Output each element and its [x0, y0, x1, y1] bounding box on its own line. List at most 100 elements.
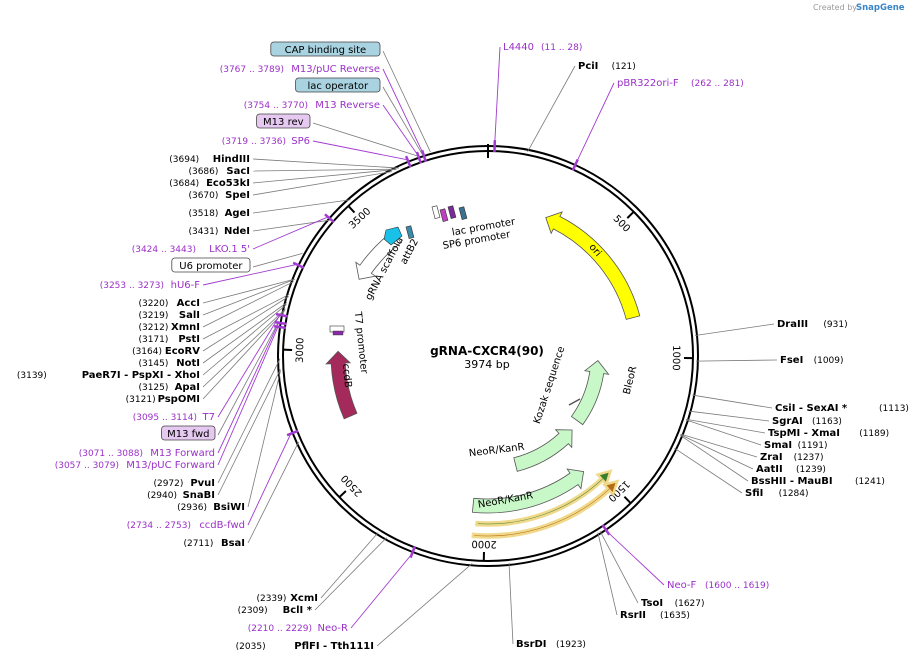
- label-xcmi[interactable]: XcmI(2339): [256, 593, 318, 604]
- label-rsrii[interactable]: RsrII(1635): [620, 610, 690, 621]
- label-m13-rev[interactable]: M13 rev: [257, 114, 310, 128]
- label-eco53ki[interactable]: Eco53kI(3684): [169, 178, 250, 189]
- leader-bcli: [315, 538, 387, 610]
- label-pos-tspmi-xmai: (1189): [859, 429, 889, 439]
- label-l4440[interactable]: L4440(11 .. 28): [503, 42, 582, 53]
- label-pspomi[interactable]: PspOMI(3121): [126, 394, 200, 405]
- small-feature-glyph-3: [448, 206, 456, 219]
- label-lac-operator[interactable]: lac operator: [296, 78, 380, 92]
- label-xmni[interactable]: XmnI(3212): [138, 322, 200, 333]
- label-agei[interactable]: AgeI(3518): [188, 208, 250, 219]
- label-paer7i-pspxi-xhoi[interactable]: PaeR7I - PspXI - XhoI(3139): [17, 370, 200, 381]
- plasmid-length: 3974 bp: [464, 358, 509, 371]
- label-m13-puc-forward[interactable]: M13/pUC Forward(3057 .. 3079): [55, 460, 215, 471]
- label-hindiii[interactable]: HindIII(3694): [169, 154, 250, 165]
- label-m13-forward[interactable]: M13 Forward(3071 .. 3088): [79, 448, 215, 459]
- label-name-bsai: BsaI: [221, 538, 245, 549]
- label-aatii[interactable]: AatII (1239): [756, 464, 826, 475]
- label-name-noti: NotI: [176, 358, 200, 369]
- label-m13-puc-reverse[interactable]: M13/pUC Reverse(3767 .. 3789): [220, 64, 380, 75]
- label-m13-fwd[interactable]: M13 fwd: [162, 426, 215, 440]
- label-neo-f[interactable]: Neo-F(1600 .. 1619): [667, 580, 769, 591]
- label-pos-m13-puc-forward: (3057 .. 3079): [55, 461, 119, 471]
- label-psti[interactable]: PstI(3171): [138, 334, 200, 345]
- leader-draiii: [695, 324, 774, 335]
- label-draiii[interactable]: DraIII(931): [777, 319, 848, 330]
- label-ccdb-fwd[interactable]: ccdB-fwd(2734 .. 2753): [127, 520, 245, 531]
- label-pos-aatii: (1239): [796, 465, 826, 475]
- label-apai[interactable]: ApaI(3125): [138, 382, 200, 393]
- label-bcli[interactable]: BclI *(2309): [238, 605, 313, 616]
- leader-fsei: [696, 360, 777, 361]
- label-tspmi-xmai[interactable]: TspMI - XmaI(1189): [768, 428, 889, 439]
- leader-ndei: [253, 220, 331, 231]
- label-sfii[interactable]: SfiI(1284): [745, 488, 809, 499]
- label-neo-r[interactable]: Neo-R(2210 .. 2229): [248, 623, 348, 634]
- label-name-acci: AccI: [177, 298, 200, 309]
- leader-m13-puc-reverse: [383, 69, 423, 154]
- label-u6-promoter[interactable]: U6 promoter: [172, 258, 250, 272]
- label-bsshii-maubi[interactable]: BssHII - MauBI(1241): [751, 476, 885, 487]
- label-pos-xmni: (3212): [138, 323, 168, 333]
- label-pos-sali: (3219): [138, 311, 168, 321]
- leader-bsai: [248, 442, 299, 543]
- label-name-pspomi: PspOMI: [158, 394, 200, 405]
- leader-tspmi-xmai: [686, 419, 765, 433]
- label-lko-1-5[interactable]: LKO.1 5'(3424 .. 3443): [132, 244, 250, 255]
- label-csii-sexai[interactable]: CsiI - SexAI *(1113): [775, 403, 909, 414]
- label-m13-reverse[interactable]: M13 Reverse(3754 .. 3770): [244, 100, 380, 111]
- label-cap-binding-site[interactable]: CAP binding site: [271, 42, 380, 56]
- label-fsei[interactable]: FseI(1009): [780, 355, 844, 366]
- label-name-sali: SalI: [179, 310, 200, 321]
- label-pos-m13-reverse: (3754 .. 3770): [244, 101, 308, 111]
- label-saci[interactable]: SacI(3686): [188, 166, 250, 177]
- label-pos-m13-forward: (3071 .. 3088): [79, 449, 143, 459]
- label-spei[interactable]: SpeI(3670): [188, 190, 250, 201]
- label-name-zrai: ZraI: [760, 452, 783, 463]
- label-smai[interactable]: SmaI(1191): [764, 440, 828, 451]
- label-pos-ndei: (3431): [188, 227, 218, 237]
- label-hu6-f[interactable]: hU6-F(3253 .. 3273): [100, 280, 201, 291]
- label-t7[interactable]: T7(3095 .. 3114): [133, 412, 215, 423]
- label-snabi[interactable]: SnaBI(2940): [147, 490, 215, 501]
- label-bsai[interactable]: BsaI(2711): [183, 538, 245, 549]
- label-pos-fsei: (1009): [814, 356, 844, 366]
- label-pos-smai: (1191): [798, 441, 828, 451]
- leader-l4440: [495, 47, 500, 144]
- label-acci[interactable]: AccI(3220): [138, 298, 200, 309]
- label-sp6[interactable]: SP6(3719 .. 3736): [222, 136, 310, 147]
- leader-sfii: [674, 448, 742, 493]
- label-name-aatii: AatII: [756, 464, 783, 475]
- label-name-pbr322ori-f: pBR322ori-F: [617, 78, 679, 89]
- label-ecorv[interactable]: EcoRV(3164): [132, 346, 200, 357]
- tick-label-1000: 1000: [670, 345, 681, 371]
- leader-m13-fwd: [218, 321, 279, 435]
- label-sgrai[interactable]: SgrAI(1163): [772, 416, 842, 427]
- label-pos-xcmi: (2339): [256, 594, 286, 604]
- label-name-pflfi-tth111i: PflFI - Tth111I: [294, 641, 374, 652]
- label-bsiwi[interactable]: BsiWI(2936): [177, 502, 245, 513]
- label-bsrdi[interactable]: BsrDI(1923): [516, 639, 586, 650]
- label-pflfi-tth111i[interactable]: PflFI - Tth111I(2035): [236, 641, 374, 652]
- label-tsoi[interactable]: TsoI(1627): [641, 598, 705, 609]
- label-pvui[interactable]: PvuI(2972): [153, 478, 215, 489]
- label-sali[interactable]: SalI (3219): [138, 310, 200, 321]
- label-pos-bcli: (2309): [238, 606, 268, 616]
- leader-neo-r: [351, 554, 412, 628]
- label-text-m13-fwd: M13 fwd: [167, 429, 209, 440]
- feature-bleor[interactable]: [571, 361, 608, 425]
- label-zrai[interactable]: ZraI(1237): [760, 452, 824, 463]
- small-feature-glyph-4: [459, 207, 467, 220]
- label-pbr322ori-f[interactable]: pBR322ori-F(262 .. 281): [617, 78, 744, 89]
- label-name-spei: SpeI: [225, 190, 250, 201]
- label-pos-sgrai: (1163): [812, 417, 842, 427]
- label-noti[interactable]: NotI(3145): [138, 358, 200, 369]
- label-ndei[interactable]: NdeI(3431): [188, 226, 250, 237]
- label-pcii[interactable]: PciI(121): [578, 61, 636, 72]
- tick-2500: [339, 491, 346, 497]
- label-name-csii-sexai: CsiI - SexAI *: [775, 403, 848, 414]
- label-pos-ecorv: (3164): [132, 347, 162, 357]
- leader-smai: [686, 420, 761, 445]
- label-name-neo-r: Neo-R: [318, 623, 349, 634]
